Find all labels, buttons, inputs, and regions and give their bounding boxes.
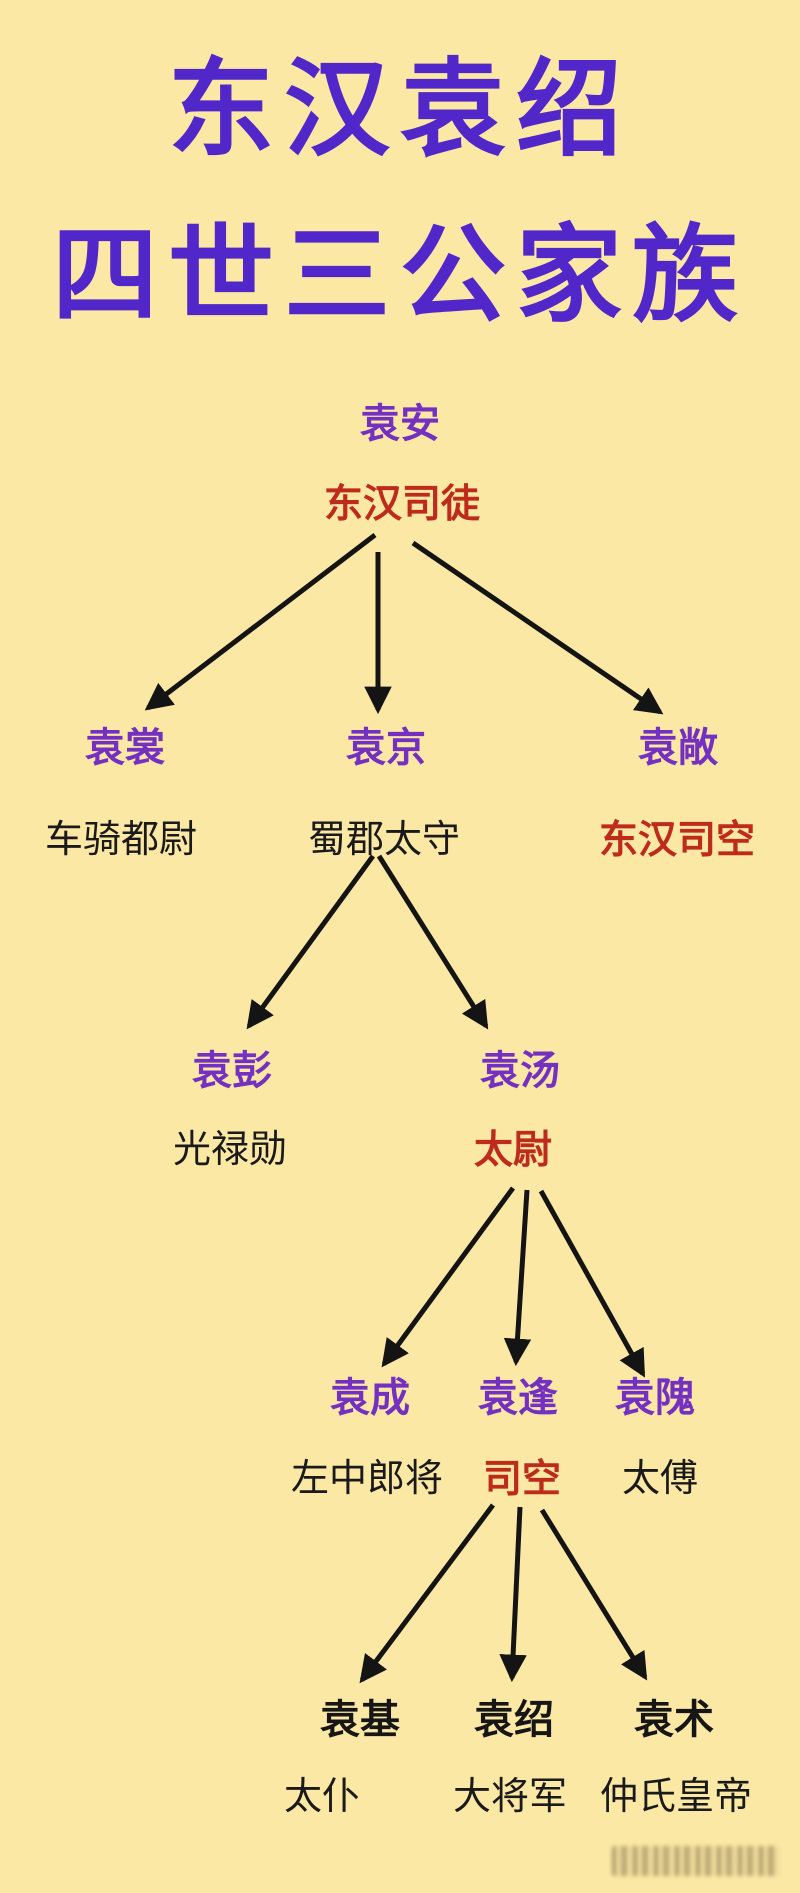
node-yuan-shao-office: 大将军 bbox=[452, 1776, 568, 1818]
node-yuan-ji-office: 太仆 bbox=[283, 1776, 361, 1818]
node-yuan-jing-name: 袁京 bbox=[346, 726, 426, 770]
node-yuan-wei-name: 袁隗 bbox=[615, 1376, 695, 1420]
node-yuan-cheng-office: 左中郎将 bbox=[290, 1458, 444, 1500]
node-yuan-an-office: 东汉司徒 bbox=[323, 483, 481, 526]
watermark-blur bbox=[612, 1846, 780, 1876]
node-yuan-peng-name: 袁彭 bbox=[192, 1049, 272, 1093]
node-yuan-cheng-name: 袁成 bbox=[330, 1376, 410, 1420]
poster-title-line1: 东汉袁绍 bbox=[168, 51, 632, 169]
node-yuan-shu-name: 袁术 bbox=[634, 1698, 714, 1742]
node-yuan-shu-office: 仲氏皇帝 bbox=[599, 1776, 753, 1818]
node-yuan-jing-office: 蜀郡太守 bbox=[307, 819, 461, 861]
node-yuan-shao-name: 袁绍 bbox=[474, 1698, 554, 1742]
node-yuan-ji-name: 袁基 bbox=[320, 1698, 400, 1742]
node-yuan-an-name: 袁安 bbox=[360, 402, 440, 446]
node-yuan-tang-name: 袁汤 bbox=[480, 1049, 560, 1093]
node-yuan-chang-office: 东汉司空 bbox=[598, 819, 756, 862]
poster-title-line2: 四世三公家族 bbox=[52, 217, 748, 335]
node-yuan-shang-office: 车骑都尉 bbox=[44, 819, 198, 861]
node-yuan-feng-name: 袁逢 bbox=[478, 1376, 558, 1420]
node-yuan-tang-office: 太尉 bbox=[473, 1129, 553, 1172]
node-yuan-chang-name: 袁敞 bbox=[638, 726, 718, 770]
node-yuan-shang-name: 袁裳 bbox=[85, 726, 165, 770]
node-yuan-feng-office: 司空 bbox=[482, 1458, 562, 1501]
node-yuan-peng-office: 光禄勋 bbox=[172, 1129, 288, 1171]
node-yuan-wei-office: 太傅 bbox=[621, 1458, 699, 1500]
